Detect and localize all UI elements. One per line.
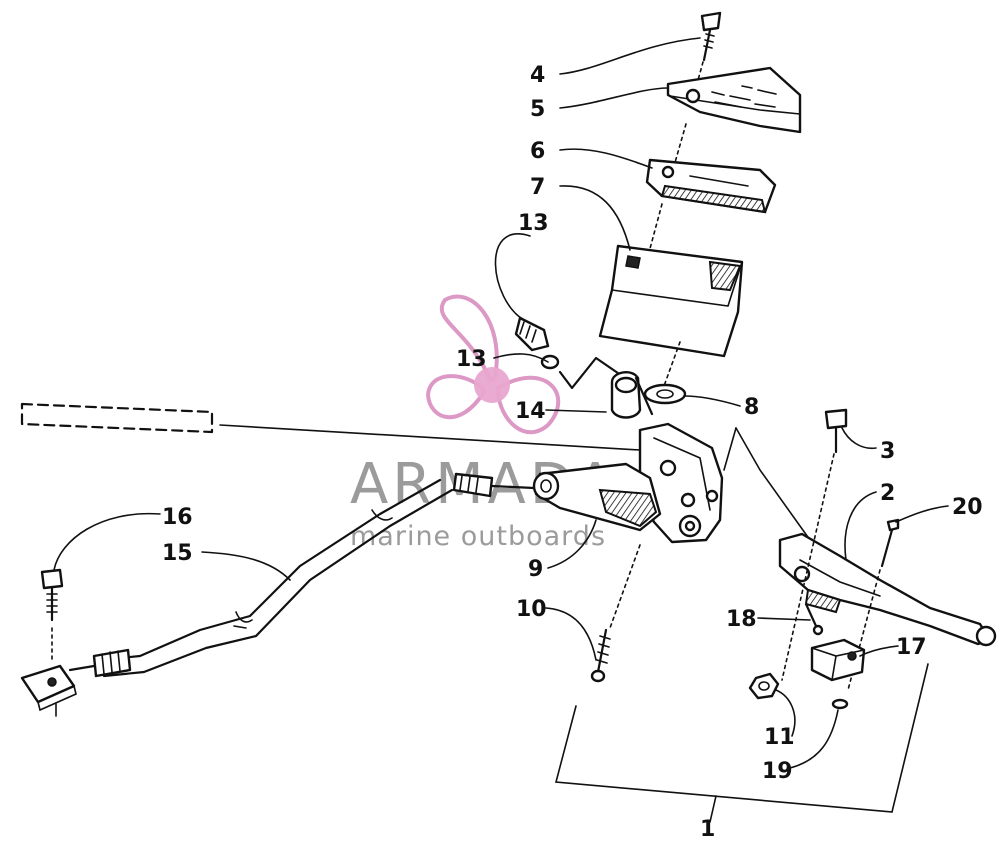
callout-13-upper: 13	[518, 211, 549, 236]
banjo-fitting-14	[610, 371, 642, 419]
callout-20: 20	[952, 495, 983, 520]
callout-6: 6	[530, 139, 545, 164]
leader-lines	[53, 37, 949, 823]
handlebar-tube	[20, 402, 214, 434]
callout-10: 10	[516, 597, 547, 622]
callout-4: 4	[530, 63, 545, 88]
callout-16: 16	[162, 505, 193, 530]
brand-tagline: marine outboards	[350, 521, 606, 552]
propeller-icon	[425, 294, 561, 434]
adjuster-block-17	[810, 638, 866, 682]
bolt-16	[40, 568, 64, 622]
screw-4	[700, 11, 722, 62]
assembly-bracket	[554, 663, 929, 813]
callout-7: 7	[530, 175, 545, 200]
callout-14: 14	[515, 399, 546, 424]
brake-hose-15	[98, 478, 454, 678]
reservoir-body-7	[598, 244, 744, 358]
pivot-bolt-3	[824, 408, 848, 454]
callout-8: 8	[744, 395, 759, 420]
callout-1: 1	[700, 817, 715, 842]
lever-2	[778, 532, 997, 647]
diaphragm-plate-6	[645, 158, 777, 214]
screw-10	[590, 628, 611, 683]
callout-3: 3	[880, 439, 895, 464]
screw-18	[804, 602, 824, 636]
pin-20	[880, 518, 900, 568]
reservoir-cover-5	[666, 66, 802, 134]
callout-11: 11	[764, 725, 795, 750]
hose-lower-fitting	[68, 648, 132, 678]
callout-15: 15	[162, 541, 193, 566]
callout-18: 18	[726, 607, 757, 632]
callout-labels: 4 5 6 7 13 13 14 8 3 2 20 9 10 18 17 11 …	[162, 63, 983, 842]
nut-11	[748, 672, 780, 700]
callout-2: 2	[880, 481, 895, 506]
callout-13-lower: 13	[456, 347, 487, 372]
caliper-block	[20, 664, 77, 717]
callout-5: 5	[530, 97, 545, 122]
hose-end-fitting	[452, 472, 536, 498]
callout-9: 9	[528, 557, 543, 582]
banjo-bolt-13	[514, 316, 560, 370]
callout-19: 19	[762, 759, 793, 784]
washer-19	[831, 698, 849, 710]
callout-17: 17	[896, 635, 927, 660]
washer-8	[643, 383, 687, 405]
master-cylinder-body-9	[532, 422, 724, 544]
